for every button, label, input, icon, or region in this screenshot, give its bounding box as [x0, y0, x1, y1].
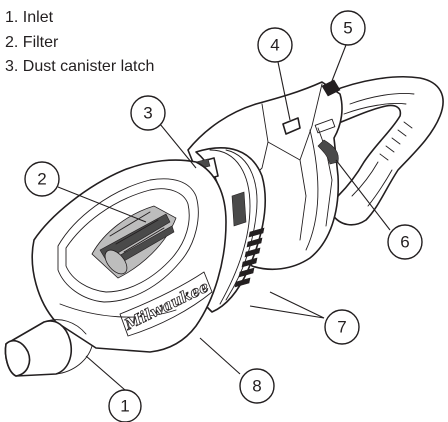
legend-item-dust-canister-latch: 3. Dust canister latch: [5, 58, 155, 75]
legend-item-filter: 2. Filter: [5, 33, 59, 51]
callout-5: 5: [330, 10, 366, 46]
callout-4-label: 4: [270, 36, 279, 55]
callout-7-label: 7: [337, 318, 346, 337]
callout-3-label: 3: [143, 104, 152, 123]
callout-5-label: 5: [343, 19, 352, 38]
callout-3: 3: [130, 95, 166, 131]
callout-6-label: 6: [400, 233, 409, 252]
callout-4: 4: [257, 27, 293, 63]
leader-lines: [57, 44, 391, 391]
callout-7: 7: [324, 309, 360, 345]
callout-8: 8: [239, 368, 275, 404]
callout-1-label: 1: [120, 397, 129, 416]
callout-2: 2: [24, 161, 60, 197]
callout-2-label: 2: [37, 170, 46, 189]
dust-canister: [31, 159, 227, 353]
vacuum-illustration: [4, 75, 444, 377]
legend-item-inlet: 1. Inlet: [5, 9, 54, 26]
vacuum-handle: [329, 75, 444, 226]
callout-6: 6: [387, 224, 423, 260]
inlet-nozzle: [4, 319, 93, 377]
parts-legend: 1. Inlet 2. Filter 3. Dust canister latc…: [5, 6, 154, 80]
callout-8-label: 8: [252, 377, 261, 396]
callout-1: 1: [108, 389, 142, 422]
